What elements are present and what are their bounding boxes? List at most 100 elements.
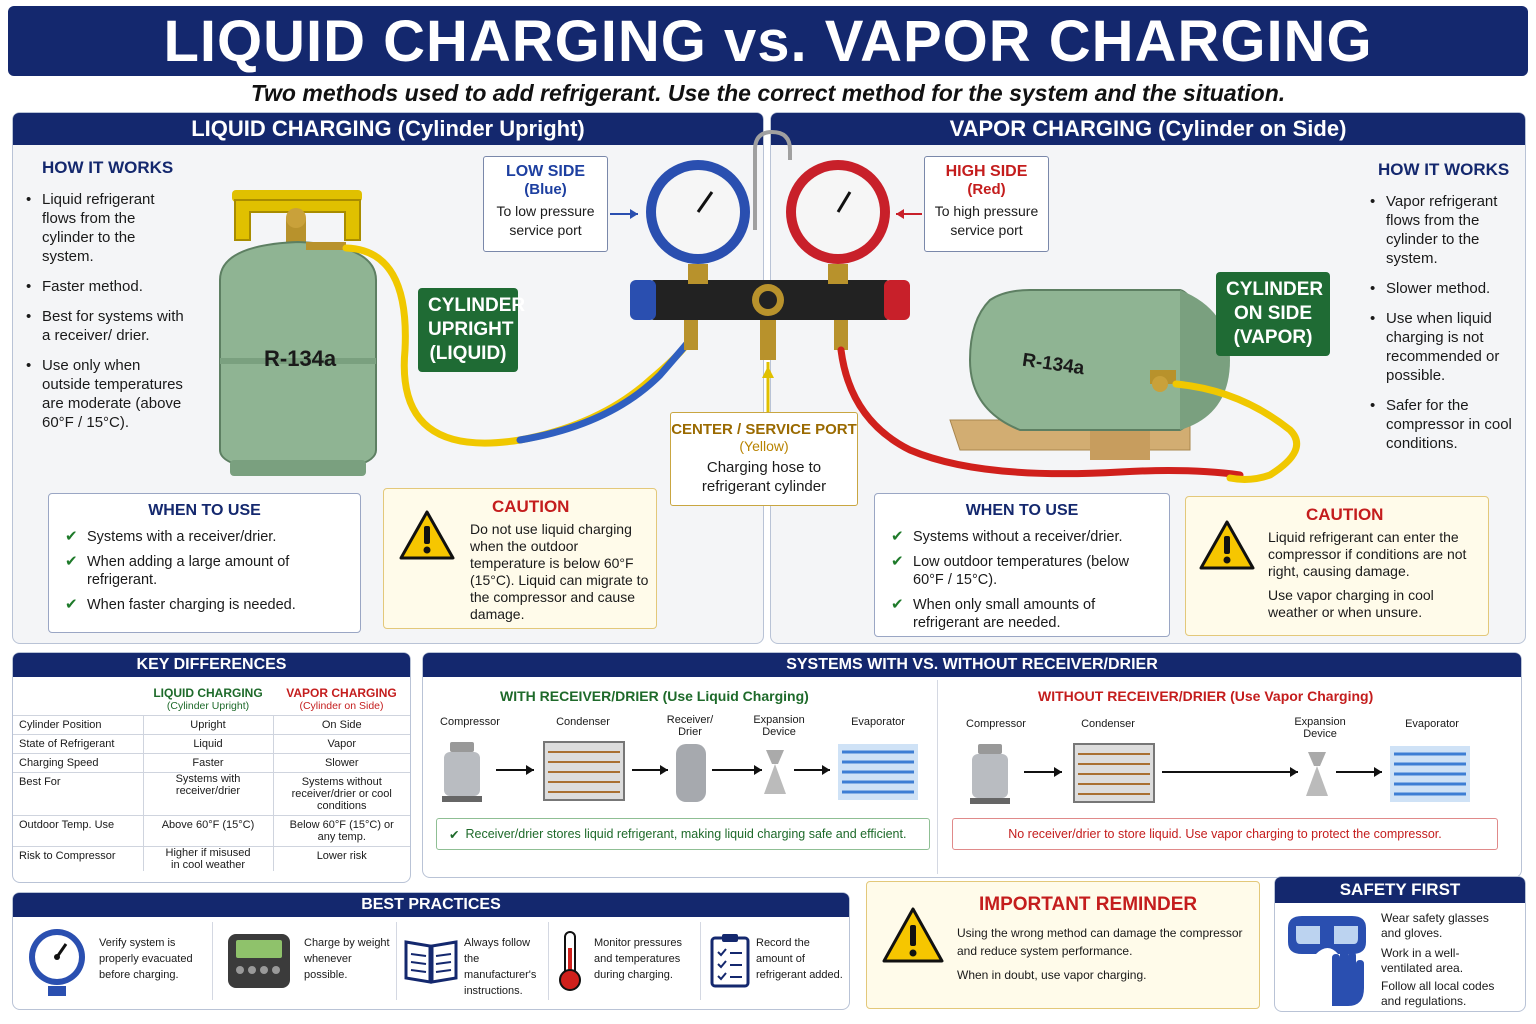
condenser-icon bbox=[543, 741, 625, 801]
systems-without-title: WITHOUT RECEIVER/DRIER (Use Vapor Chargi… bbox=[1038, 688, 1374, 704]
best-practice-item: Record the amount of refrigerant added. bbox=[756, 937, 843, 981]
systems-with-title: WITH RECEIVER/DRIER (Use Liquid Charging… bbox=[500, 688, 809, 704]
vapor-caution-text-2: Use vapor charging in cool weather or wh… bbox=[1268, 587, 1434, 620]
safety-item: Wear safety glasses and gloves. bbox=[1381, 911, 1489, 940]
systems-without-section: WITHOUT RECEIVER/DRIER (Use Vapor Chargi… bbox=[950, 680, 1510, 874]
systems-with-note: ✔ Receiver/drier stores liquid refrigera… bbox=[436, 818, 930, 850]
reminder-title: IMPORTANT REMINDER bbox=[979, 894, 1198, 915]
without-receiver-flow bbox=[970, 743, 1470, 804]
high-side-label: HIGH SIDE (Red) To high pressure service… bbox=[924, 156, 1049, 252]
safety-item: Follow all local codes and regulations. bbox=[1381, 979, 1495, 1008]
component-label: Receiver/ Drier bbox=[666, 714, 714, 738]
expansion-device-icon bbox=[764, 750, 786, 794]
liquid-cylinder-tag: CYLINDER UPRIGHT (LIQUID) bbox=[418, 288, 525, 372]
low-side-label: LOW SIDE (Blue) To low pressure service … bbox=[483, 156, 608, 252]
with-receiver-flow bbox=[442, 741, 918, 802]
liquid-caution-text: Do not use liquid charging when the outd… bbox=[470, 521, 649, 622]
systems-with-section: WITH RECEIVER/DRIER (Use Liquid Charging… bbox=[436, 680, 938, 874]
center-port-label: CENTER / SERVICE PORT (Yellow) Charging … bbox=[670, 412, 858, 506]
liquid-when-to-use: WHEN TO USE Systems with a receiver/drie… bbox=[48, 493, 361, 633]
list-item: Slower method. bbox=[1370, 279, 1520, 298]
key-differences-table: LIQUID CHARGING (Cylinder Upright) VAPOR… bbox=[13, 683, 410, 871]
best-practice-item: Always follow the manufacturer's instruc… bbox=[464, 937, 537, 997]
list-item: Systems with a receiver/drier. bbox=[63, 528, 346, 546]
component-label: Compressor bbox=[966, 718, 1026, 730]
list-item: Use when liquid charging is not recommen… bbox=[1370, 309, 1520, 385]
compressor-icon bbox=[442, 742, 482, 802]
vapor-when-to-use: WHEN TO USE Systems without a receiver/d… bbox=[874, 493, 1170, 637]
list-item: Use only when outside temperatures are m… bbox=[26, 356, 186, 432]
best-practice-item: Verify system is properly evacuated befo… bbox=[99, 937, 193, 981]
safety-glasses-icon bbox=[1288, 916, 1366, 954]
condenser-icon bbox=[1073, 743, 1155, 803]
liquid-how-title: HOW IT WORKS bbox=[42, 158, 174, 177]
manual-book-icon bbox=[404, 940, 458, 984]
vapor-panel-title: VAPOR CHARGING (Cylinder on Side) bbox=[771, 113, 1525, 145]
reminder-text-2: When in doubt, use vapor charging. bbox=[957, 968, 1147, 982]
glove-icon bbox=[1332, 950, 1364, 1006]
vapor-how-title: HOW IT WORKS bbox=[1378, 160, 1510, 179]
safety-first-title: SAFETY FIRST bbox=[1275, 877, 1525, 903]
best-practice-item: Charge by weight whenever possible. bbox=[304, 937, 390, 981]
vapor-caution-title: CAUTION bbox=[1306, 505, 1384, 524]
list-item: Low outdoor temperatures (below 60°F / 1… bbox=[889, 553, 1155, 589]
component-label: Compressor bbox=[440, 716, 500, 728]
page-subtitle: Two methods used to add refrigerant. Use… bbox=[250, 80, 1286, 106]
vapor-caution: CAUTION Liquid refrigerant can enter the… bbox=[1185, 496, 1489, 636]
list-item: When faster charging is needed. bbox=[63, 596, 346, 614]
list-item: Faster method. bbox=[26, 277, 186, 296]
evaporator-icon bbox=[838, 744, 918, 800]
vapor-when-title: WHEN TO USE bbox=[965, 502, 1079, 519]
compressor-icon bbox=[970, 744, 1010, 804]
component-label: Evaporator bbox=[1405, 718, 1459, 730]
list-item: Liquid refrigerant flows from the cylind… bbox=[26, 190, 186, 266]
liquid-cylinder bbox=[219, 190, 377, 476]
evaporator-icon bbox=[1390, 746, 1470, 802]
list-item: Systems without a receiver/drier. bbox=[889, 528, 1155, 546]
scale-icon bbox=[228, 934, 290, 988]
table-header: LIQUID CHARGING (Cylinder Upright) VAPOR… bbox=[13, 683, 410, 716]
list-item: Safer for the compressor in cool conditi… bbox=[1370, 396, 1520, 453]
liquid-when-title: WHEN TO USE bbox=[148, 502, 261, 519]
liquid-cylinder-label: R-134a bbox=[264, 346, 337, 371]
warning-icon bbox=[882, 907, 944, 963]
important-reminder-panel: IMPORTANT REMINDER Using the wrong metho… bbox=[866, 881, 1260, 1009]
safety-item: Work in a well-ventilated area. bbox=[1381, 946, 1464, 975]
reminder-text-1: Using the wrong method can damage the co… bbox=[957, 926, 1243, 958]
key-differences-panel: KEY DIFFERENCES LIQUID CHARGING (Cylinde… bbox=[12, 652, 411, 883]
component-label: Condenser bbox=[556, 716, 610, 728]
expansion-device-icon bbox=[1306, 752, 1328, 796]
warning-icon bbox=[399, 510, 455, 560]
charging-illustration bbox=[219, 130, 1301, 483]
vapor-caution-text-1: Liquid refrigerant can enter the compres… bbox=[1268, 529, 1467, 579]
receiver-drier-icon bbox=[676, 744, 706, 802]
component-label: Condenser bbox=[1081, 718, 1135, 730]
component-label: Expansion Device bbox=[753, 714, 805, 738]
manifold-gauge-set bbox=[630, 130, 910, 412]
liquid-caution-title: CAUTION bbox=[492, 497, 570, 516]
liquid-how-it-works: HOW IT WORKS Liquid refrigerant flows fr… bbox=[26, 158, 186, 443]
list-item: Best for systems with a receiver/ drier. bbox=[26, 307, 186, 345]
vapor-cylinder-tag: CYLINDER ON SIDE (VAPOR) bbox=[1216, 272, 1330, 356]
clipboard-icon bbox=[710, 934, 750, 988]
key-differences-title: KEY DIFFERENCES bbox=[13, 653, 410, 677]
check-icon: ✔ bbox=[449, 827, 460, 842]
liquid-caution: CAUTION Do not use liquid charging when … bbox=[383, 488, 657, 629]
vapor-how-it-works: HOW IT WORKS Vapor refrigerant flows fro… bbox=[1370, 160, 1520, 464]
warning-icon bbox=[1199, 520, 1255, 570]
thermometer-icon bbox=[559, 931, 581, 991]
component-label: Evaporator bbox=[851, 716, 905, 728]
gauge-icon bbox=[29, 929, 85, 996]
systems-without-note: No receiver/drier to store liquid. Use v… bbox=[952, 818, 1498, 850]
list-item: When adding a large amount of refrigeran… bbox=[63, 553, 346, 589]
component-label: Expansion Device bbox=[1294, 716, 1346, 740]
page-title: LIQUID CHARGING vs. VAPOR CHARGING bbox=[8, 6, 1528, 76]
systems-title: SYSTEMS WITH VS. WITHOUT RECEIVER/DRIER bbox=[423, 653, 1521, 677]
best-practices-title: BEST PRACTICES bbox=[13, 893, 849, 917]
